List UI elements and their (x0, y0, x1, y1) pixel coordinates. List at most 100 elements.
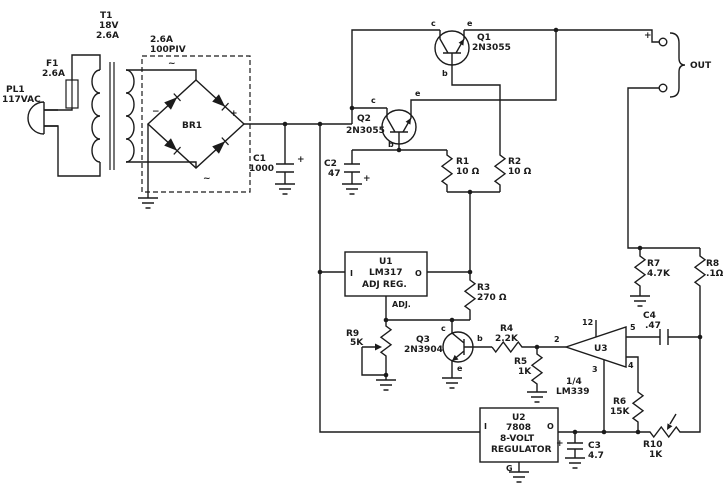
q2-pin-b: b (388, 140, 394, 149)
q3-pin-c: c (441, 324, 446, 333)
r3-ref: R3 (477, 283, 490, 293)
q1-pin-c: c (431, 19, 436, 28)
diode-bottom-right (212, 137, 229, 154)
bridge-ref: BR1 (182, 121, 202, 131)
resistor-r2: R2 10 Ω (493, 150, 532, 192)
r7-ref: R7 (647, 259, 660, 269)
c3-polarity: + (556, 439, 564, 449)
u1-desc: ADJ REG. (362, 280, 407, 290)
bridge-current: 2.6A (150, 35, 173, 45)
r2-ref: R2 (508, 157, 521, 167)
transformer-voltage: 18V (99, 21, 119, 31)
ground-symbols (138, 183, 650, 483)
comparator-u3: U3 2 12 5 4 3 1/4 LM339 (554, 318, 636, 397)
u3-pin-out: 2 (554, 335, 560, 344)
potentiometer-r10: R10 1K (558, 413, 684, 460)
resistor-r8: R8 .1Ω (684, 248, 723, 433)
r4-value: 2.2K (495, 334, 519, 344)
c1-ref: C1 (253, 154, 266, 164)
out-plus-terminal (658, 37, 668, 47)
potentiometer-r9: R9 5K (346, 320, 393, 380)
capacitor-c1: C1 1000 + (249, 154, 305, 174)
junction-dots (282, 27, 703, 435)
fuse-f1: F1 2.6A (42, 59, 79, 109)
plug-ref: PL1 (6, 85, 25, 95)
transistor-q1: c e b Q1 2N3055 (431, 19, 511, 78)
q1-ref: Q1 (477, 33, 491, 43)
r6-value: 15K (610, 407, 631, 417)
u1-pin-out: O (415, 269, 422, 278)
transistor-q2: c e b Q2 2N3055 (346, 89, 421, 150)
u3-pin-vcc: 3 (592, 365, 598, 374)
u2-pin-out: O (547, 422, 554, 431)
plug-pl1: PL1 117VAC (2, 85, 58, 135)
r2-value: 10 Ω (508, 167, 532, 177)
bridge-ac-bottom: ~ (203, 174, 211, 184)
diode-top-left (164, 93, 181, 110)
u3-pin-gnd: 12 (582, 318, 593, 327)
u2-ref: U2 (512, 413, 526, 423)
q3-ref: Q3 (416, 335, 430, 345)
bridge-plus: + (230, 109, 238, 119)
u1-ref: U1 (379, 257, 393, 267)
r10-value: 1K (649, 450, 663, 460)
regulator-u2: U2 7808 8-VOLT REGULATOR I O G (479, 407, 559, 473)
resistor-r7: R7 4.7K (633, 248, 671, 296)
q1-pin-b: b (442, 69, 448, 78)
out-plus-label: + (644, 31, 652, 41)
bridge-minus: − (152, 107, 160, 117)
c1-polarity: + (297, 155, 305, 165)
transformer-core (109, 62, 115, 170)
resistor-r3: R3 270 Ω (463, 272, 507, 320)
capacitor-c4: C4 .47 (643, 311, 669, 345)
out-minus-terminal (658, 83, 668, 93)
u3-ref: U3 (594, 344, 608, 354)
u1-pin-adj: ADJ. (392, 300, 411, 309)
r10-wiper-arrow (667, 423, 673, 430)
r9-wiper-arrow (375, 343, 382, 351)
out-label: OUT (690, 61, 712, 71)
r6-ref: R6 (613, 397, 626, 407)
c2-value: 47 (328, 169, 341, 179)
output-terminals: + OUT (644, 31, 712, 98)
r1-value: 10 Ω (456, 167, 480, 177)
r10-ref: R10 (643, 440, 662, 450)
u3-pin-in-minus: 4 (628, 361, 634, 370)
bridge-ac-top: ~ (168, 59, 176, 69)
transformer-ref: T1 (100, 11, 112, 21)
q2-pin-e: e (415, 89, 421, 98)
q2-part: 2N3055 (346, 126, 385, 136)
q1-pin-e: e (467, 19, 473, 28)
q1-part: 2N3055 (472, 43, 511, 53)
regulator-u1: U1 LM317 ADJ REG. I O ADJ. (344, 251, 428, 309)
r1-ref: R1 (456, 157, 469, 167)
plug-value: 117VAC (2, 95, 41, 105)
r9-ref: R9 (346, 329, 359, 339)
u3-part: LM339 (556, 387, 589, 397)
r9-value: 5K (350, 338, 364, 348)
out-brace (669, 32, 686, 98)
r8-value: .1Ω (706, 269, 723, 279)
bridge-piv: 100PIV (150, 45, 186, 55)
resistor-r5: R5 1K (514, 347, 544, 392)
c4-value: .47 (645, 321, 661, 331)
transistor-q3: c b e Q3 2N3904 (404, 320, 492, 378)
q2-ref: Q2 (357, 114, 371, 124)
diode-top-right (212, 94, 229, 111)
u2-pin-gnd: G (506, 464, 513, 473)
c2-polarity: + (363, 174, 371, 184)
c2-ref: C2 (324, 159, 337, 169)
c3-ref: C3 (588, 441, 601, 451)
transformer-t1: T1 18V 2.6A (91, 11, 135, 170)
q3-part: 2N3904 (404, 345, 443, 355)
r4-ref: R4 (500, 324, 513, 334)
u3-fraction: 1/4 (566, 377, 582, 387)
u2-pin-in: I (484, 422, 487, 431)
u2-desc2: REGULATOR (491, 445, 552, 455)
c4-ref: C4 (643, 311, 656, 321)
r8-ref: R8 (706, 259, 719, 269)
resistor-r1: R1 10 Ω (440, 150, 480, 192)
r7-value: 4.7K (647, 269, 671, 279)
